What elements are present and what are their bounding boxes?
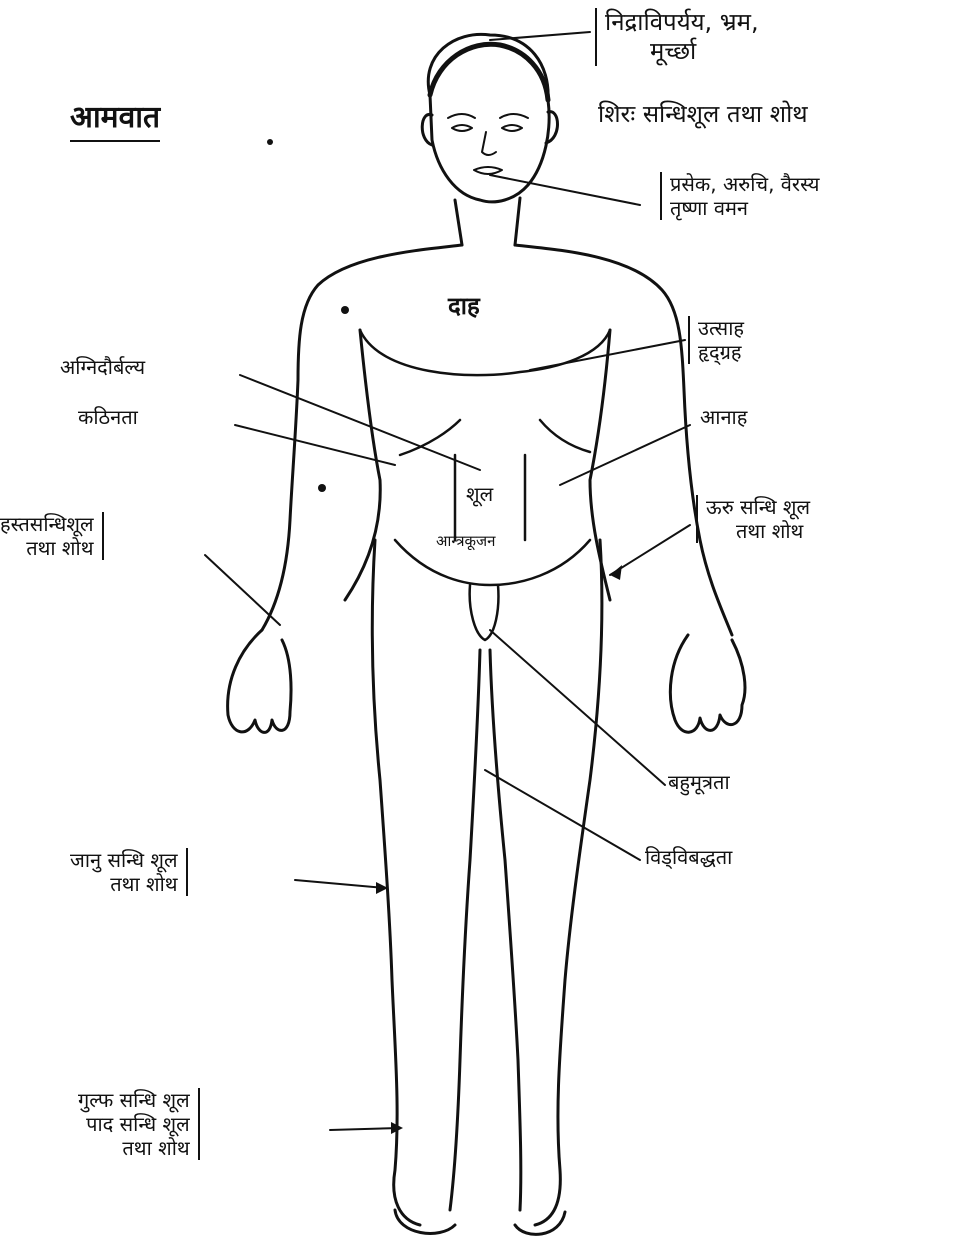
label-gulpha: गुल्फ सन्धि शूल पाद सन्धि शूल तथा शोथ [78, 1088, 200, 1160]
leader-janu [295, 880, 385, 888]
label-praseka: प्रसेक, अरुचि, वैरस्य तृष्णा वमन [660, 172, 820, 220]
label-shira: शिरः सन्धिशूल तथा शोथ [598, 100, 808, 129]
hair [430, 44, 548, 100]
label-antrakujan: आन्त्रकूजन [436, 532, 495, 550]
eyes [452, 125, 522, 131]
label-shula: शूल [466, 482, 493, 506]
label-uru: ऊरु सन्धि शूल तथा शोथ [696, 495, 810, 543]
label-line: तथा शोथ [0, 536, 94, 560]
label-agni: अग्निदौर्बल्य [60, 355, 145, 379]
label-line: प्रसेक, अरुचि, वैरस्य [670, 172, 820, 196]
label-janu: जानु सन्धि शूल तथा शोथ [70, 848, 188, 896]
eyebrows [448, 114, 528, 118]
label-line: हृद्ग्रह [698, 340, 744, 364]
label-line: गुल्फ सन्धि शूल [78, 1088, 190, 1112]
right-torso-outline [515, 245, 732, 635]
label-vid: विड्विबद्धता [645, 845, 732, 869]
label-line: पाद सन्धि शूल [78, 1112, 190, 1136]
mouth [474, 167, 502, 174]
dot-mark [267, 139, 273, 145]
diagram-title: आमवात [70, 95, 160, 142]
leader-bahumutra [490, 630, 665, 785]
dot-mark [318, 484, 326, 492]
arrow-head [610, 565, 622, 580]
right-hand [670, 635, 745, 732]
label-line: तथा शोथ [78, 1136, 190, 1160]
label-line: उत्साह [698, 316, 744, 340]
left-leg-outer [372, 540, 420, 1225]
right-leg-outer [535, 540, 602, 1225]
leader-anaha [560, 425, 690, 485]
label-line: तथा शोथ [70, 872, 178, 896]
label-line: तृष्णा वमन [670, 196, 820, 220]
nose [482, 132, 496, 155]
dot-mark [341, 306, 349, 314]
label-line: ऊरु सन्धि शूल [706, 495, 810, 519]
genital [470, 585, 499, 640]
label-daha: दाह [448, 292, 480, 321]
neck [455, 198, 520, 245]
leader-vid [485, 770, 640, 860]
label-nidra: निद्राविपर्यय, भ्रम, मूर्च्छा [595, 8, 759, 66]
label-anaha: आनाह [700, 405, 747, 429]
leader-hasta [205, 555, 280, 625]
label-line: मूर्च्छा [605, 37, 759, 66]
leader-praseka [490, 175, 640, 205]
right-leg-inner [490, 650, 521, 1210]
label-hasta: हस्तसन्धिशूल तथा शोथ [0, 512, 104, 560]
chest-line [360, 330, 610, 375]
left-leg-inner [450, 650, 480, 1210]
label-utsaha: उत्साह हृद्ग्रह [688, 316, 744, 364]
leader-uru [610, 525, 690, 575]
label-kathina: कठिनता [78, 405, 138, 429]
label-line: तथा शोथ [706, 519, 810, 543]
leader-gulpha [330, 1128, 400, 1130]
label-line: निद्राविपर्यय, भ्रम, [605, 8, 759, 37]
label-line: हस्तसन्धिशूल [0, 512, 94, 536]
label-bahumutra: बहुमूत्रता [668, 770, 730, 794]
left-hand [228, 630, 291, 732]
label-line: जानु सन्धि शूल [70, 848, 178, 872]
